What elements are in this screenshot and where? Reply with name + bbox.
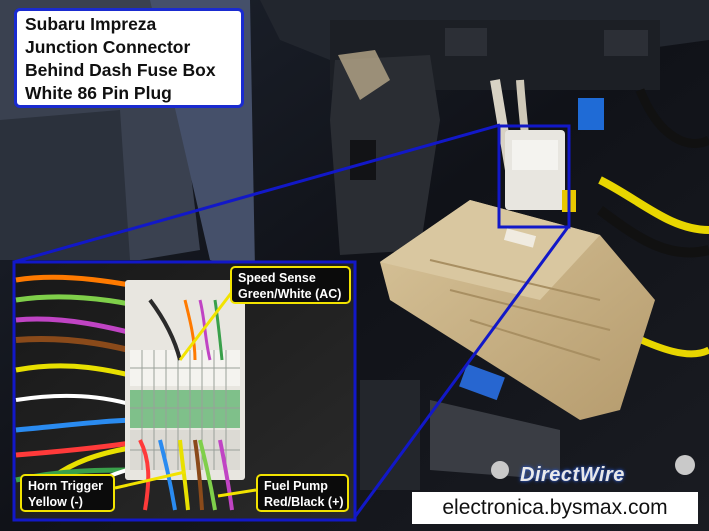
speed-sense-callout: Speed Sense Green/White (AC) [230,266,351,304]
title-line-1: Subaru Impreza [25,14,157,34]
title-line-2: Junction Connector [25,37,191,57]
fuel-pump-title: Fuel Pump [264,479,328,493]
fuel-pump-callout: Fuel Pump Red/Black (+) [256,474,349,512]
fuel-pump-wire-color: Red/Black (+) [264,495,344,509]
horn-trigger-wire-color: Yellow (-) [28,495,83,509]
title-line-4: White 86 Pin Plug [25,83,172,103]
watermark-direct: Direct [520,464,580,486]
speed-sense-pointer [178,291,234,361]
inset-connector-closeup [15,274,245,512]
speed-sense-title: Speed Sense [238,271,316,285]
horn-trigger-title: Horn Trigger [28,479,104,493]
title-label-box: Subaru Impreza Junction Connector Behind… [14,8,244,108]
title-line-3: Behind Dash Fuse Box [25,60,216,80]
source-url-label: electronica.bysmax.com [412,492,698,524]
directwire-watermark: DirectWire [520,464,625,487]
watermark-wire: Wire [579,464,625,486]
horn-trigger-callout: Horn Trigger Yellow (-) [20,474,115,512]
fuel-pump-pointer [217,488,257,498]
speed-sense-wire-color: Green/White (AC) [238,287,342,301]
horn-trigger-pointer [114,470,186,490]
